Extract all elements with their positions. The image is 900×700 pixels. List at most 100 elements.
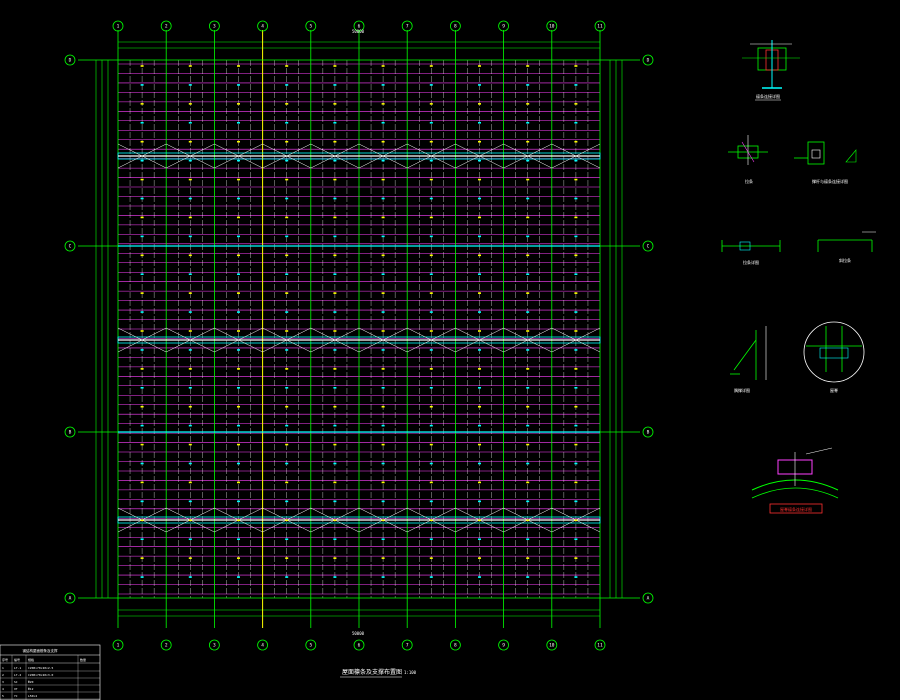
purlin-label-mark [188,273,192,276]
brace-diagonal [334,143,360,157]
purlin-label-mark [333,576,337,578]
purlin-label-mark [574,84,578,86]
purlin-label-mark [526,405,530,408]
purlin-label-mark [333,443,337,446]
purlin-label-mark [526,216,530,219]
purlin-label-mark [526,254,530,257]
brace-diagonal [503,507,528,521]
brace-diagonal [262,507,287,521]
brace-diagonal [503,143,528,157]
brace-diagonal [527,519,552,533]
right-axis-bubble-circle [642,426,654,438]
purlin-label-mark [574,273,578,276]
purlin-label-mark [237,368,240,370]
brace-diagonal [431,143,456,157]
purlin-label-mark [574,538,578,541]
top-axis-bubble-circle [305,20,317,32]
purlin-label-mark [574,462,578,465]
purlin-label-mark [140,424,144,427]
purlin-label-mark [140,84,144,86]
purlin-label-mark [526,557,530,559]
top-axis-bubble-label: 9 [502,24,505,30]
brace-diagonal [286,339,311,353]
purlin-label-mark [526,311,530,313]
purlin-label-mark [429,519,433,522]
purlin-label-mark [574,178,578,181]
purlin-label-mark [526,330,530,332]
left-axis-bubble-label: D [69,58,72,64]
purlin-label-mark [429,481,433,484]
purlin-label-mark [478,254,481,257]
brace-diagonal [286,519,311,533]
detail-3-label: 撑杆与檩条连接详图 [812,178,848,184]
purlin-label-mark [478,368,481,370]
purlin-label-mark [478,538,481,541]
title-block-cell: SC [14,680,18,684]
purlin-label-mark [574,519,578,522]
brace-diagonal [141,327,167,341]
brace-diagonal [358,143,384,157]
brace-diagonal [190,143,215,157]
purlin-label-mark [140,349,144,351]
brace-diagonal [479,339,504,353]
right-axis-bubble-circle [642,592,654,604]
brace-diagonal [238,327,263,341]
purlin-label-mark [574,292,578,294]
purlin-label-mark [429,140,433,143]
brace-diagonal [382,519,408,533]
brace-diagonal [117,339,143,353]
brace-diagonal [166,143,191,157]
top-overall-dimension: 50000 [352,29,365,34]
purlin-label-mark [140,500,144,503]
purlin-label-mark [140,443,144,446]
brace-diagonal [575,339,601,353]
top-axis-bubble-circle [208,20,220,32]
purlin-label-mark [333,121,337,124]
brace-diagonal [117,507,143,521]
detail-strut-connection: 撑杆与檩条连接详图 [794,141,857,184]
brace-diagonal [238,519,263,533]
purlin-label-mark [429,443,433,446]
purlin-label-mark [381,84,385,86]
detail-knee-brace: 隅撑详图 [730,326,767,393]
brace-diagonal [527,327,552,341]
top-axis-bubble-circle [449,20,461,32]
detail-ridge-circle: 屋脊 [803,321,865,393]
purlin-label-mark [285,424,289,427]
purlin-label-mark [429,538,433,541]
purlin-label-mark [333,84,337,86]
purlin-label-mark [574,500,578,503]
purlin-label-mark [237,159,240,162]
purlin-label-mark [478,462,481,465]
brace-diagonal [214,327,239,341]
title-block-cell: C200×70×20×3.0 [28,673,53,677]
purlin-label-mark [333,538,337,541]
purlin-label-mark [140,330,144,332]
brace-diagonal [455,143,480,157]
bottom-axis-bubble-circle [112,639,124,651]
bottom-axis-bubble-circle [208,639,220,651]
purlin-label-mark [526,273,530,276]
top-axis-bubble-label: 6 [358,24,361,30]
brace-diagonal [334,339,360,353]
title-block-cell: Φ12 [28,687,34,691]
purlin-label-mark [478,386,481,389]
detail-8-label: 屋脊檩条连接详图 [780,506,812,512]
title-block-cell: C200×70×20×2.5 [28,666,53,670]
purlin-label-mark [333,311,337,313]
purlin-label-mark [333,65,337,67]
purlin-label-mark [574,254,578,257]
roof-purlin-plan[interactable] [78,30,640,628]
purlin-label-mark [381,330,385,332]
purlin-label-mark [188,84,192,86]
purlin-label-mark [526,462,530,465]
purlin-label-mark [285,368,289,370]
brace-diagonal [214,155,239,169]
brace-diagonal [479,507,504,521]
purlin-label-mark [333,103,337,105]
purlin-label-mark [429,235,433,238]
top-axis-bubble-label: 3 [213,24,216,30]
brace-diagonal [431,155,456,169]
